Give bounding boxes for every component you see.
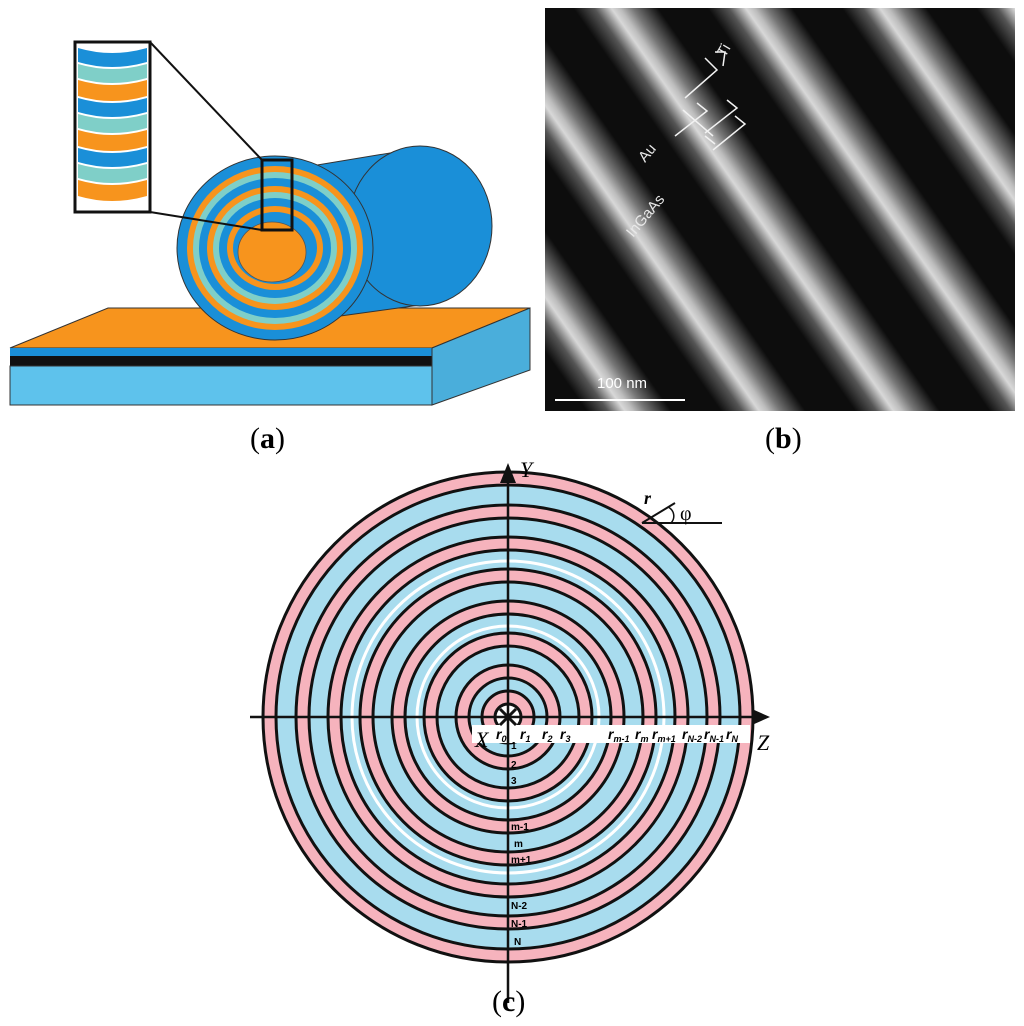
layer-label-2: 2	[511, 760, 517, 771]
layer-stack-inset	[73, 40, 152, 214]
layer-label-1: 1	[511, 741, 517, 752]
x-axis-cross	[498, 707, 518, 727]
radius-label-rN-1: rN-1	[704, 726, 724, 744]
radius-label-rN-2: rN-2	[682, 726, 702, 744]
scale-bar-label: 100 nm	[597, 375, 647, 392]
layer-label-m+1: m+1	[511, 855, 532, 866]
layer-label-N-2: N-2	[511, 901, 528, 912]
layer-label-m: m	[514, 839, 523, 850]
panel-b-tem-image: Ti Au InGaAs 100 nm	[545, 8, 1015, 411]
polar-phi-label: φ	[680, 503, 692, 525]
panel-a-rolled-tube-schematic	[0, 0, 540, 420]
zoom-region-box	[260, 158, 294, 232]
concentric-rings-diagram: Y Z X r φ r0 r1 r2 r3 rm-1 rm rm+1 rN-2 …	[250, 457, 770, 1003]
caption-c: (c)	[492, 985, 526, 1018]
caption-b: (b)	[765, 422, 802, 455]
radius-label-r2: r2	[542, 726, 552, 744]
layer-brackets	[674, 51, 747, 151]
axes	[250, 475, 760, 1003]
panel-c-concentric-model: Y Z X r φ r0 r1 r2 r3 rm-1 rm rm+1 rN-2 …	[230, 455, 790, 1005]
radius-label-r0: r0	[496, 726, 506, 744]
radius-label-rm-1: rm-1	[608, 726, 629, 744]
layer-labels: 1 2 3 m-1 m m+1 N-2 N-1 N	[511, 741, 532, 948]
radius-label-strip	[472, 725, 750, 743]
dark-film-edge	[10, 356, 432, 366]
zoom-line-bottom	[149, 211, 263, 231]
radius-label-r1: r1	[520, 726, 530, 744]
z-axis-label: Z	[757, 730, 770, 755]
tube-front-face	[176, 155, 374, 341]
radius-label-r3: r3	[560, 726, 570, 744]
tem-stripes	[545, 8, 1015, 411]
layer-label-N-1: N-1	[511, 919, 528, 930]
radius-label-rm+1: rm+1	[652, 726, 676, 744]
rolled-tube-illustration	[9, 40, 531, 406]
x-axis-label: X	[474, 727, 490, 752]
z-axis-arrow	[752, 709, 770, 725]
layer-label-3: 3	[511, 776, 517, 787]
polar-r-label: r	[644, 488, 652, 508]
blue-film-edge	[10, 348, 432, 356]
substrate-side	[431, 307, 531, 406]
y-axis-arrow	[500, 463, 516, 483]
radius-label-rm: rm	[635, 726, 648, 744]
zoom-line-top	[149, 41, 263, 161]
layer-label-N: N	[514, 937, 521, 948]
layer-label-m-1: m-1	[511, 822, 529, 833]
y-axis-label: Y	[520, 457, 535, 482]
tem-micrograph: Ti Au InGaAs 100 nm	[545, 8, 1015, 411]
polar-coordinate-legend: r φ	[641, 488, 722, 525]
radius-labels: r0 r1 r2 r3 rm-1 rm rm+1 rN-2 rN-1 rN	[496, 726, 738, 744]
caption-a: (a)	[250, 422, 285, 455]
radius-label-rN: rN	[726, 726, 738, 744]
substrate-front	[9, 365, 433, 406]
